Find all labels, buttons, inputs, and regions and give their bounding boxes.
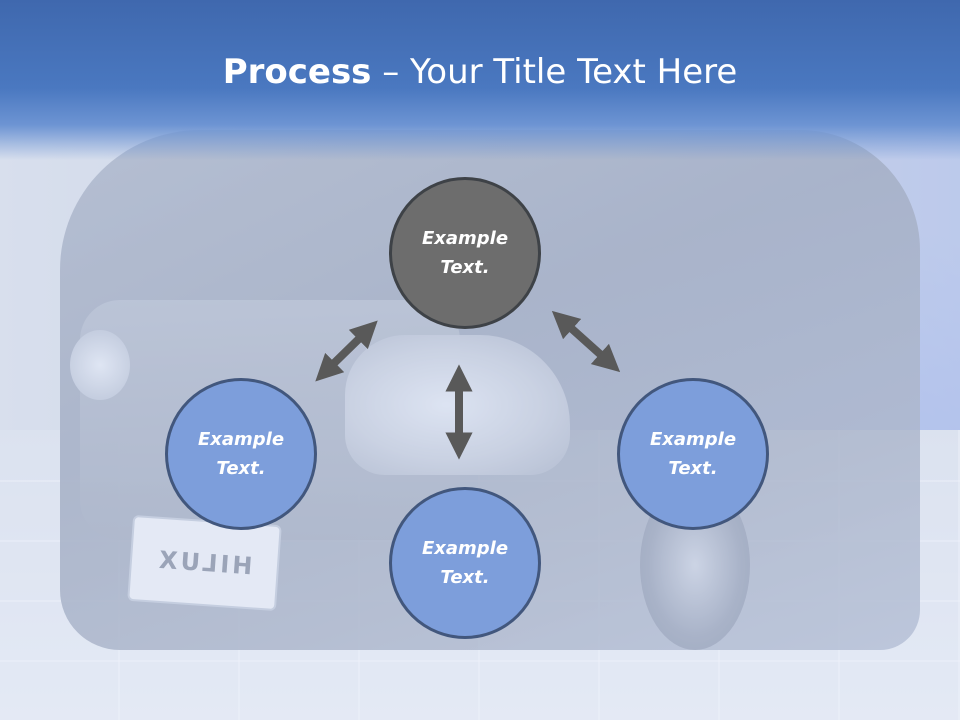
truck-fog-lamp (70, 330, 130, 400)
process-node-right: Example Text. (617, 378, 769, 530)
slide-title-rest: – Your Title Text Here (371, 52, 738, 92)
process-node-left-label: Example Text. (197, 429, 285, 479)
process-node-top-label: Example Text. (421, 228, 509, 278)
process-node-bottom: Example Text. (389, 487, 541, 639)
slide-title-bold: Process (222, 52, 372, 92)
process-node-right-label: Example Text. (649, 429, 737, 479)
title-band (0, 0, 960, 160)
arrow-top-right (551, 310, 621, 373)
process-node-left: Example Text. (165, 378, 317, 530)
arrow-top-left (315, 320, 378, 382)
process-node-top: Example Text. (389, 177, 541, 329)
process-node-bottom-label: Example Text. (421, 538, 509, 588)
slide-title: Process – Your Title Text Here (0, 52, 960, 92)
